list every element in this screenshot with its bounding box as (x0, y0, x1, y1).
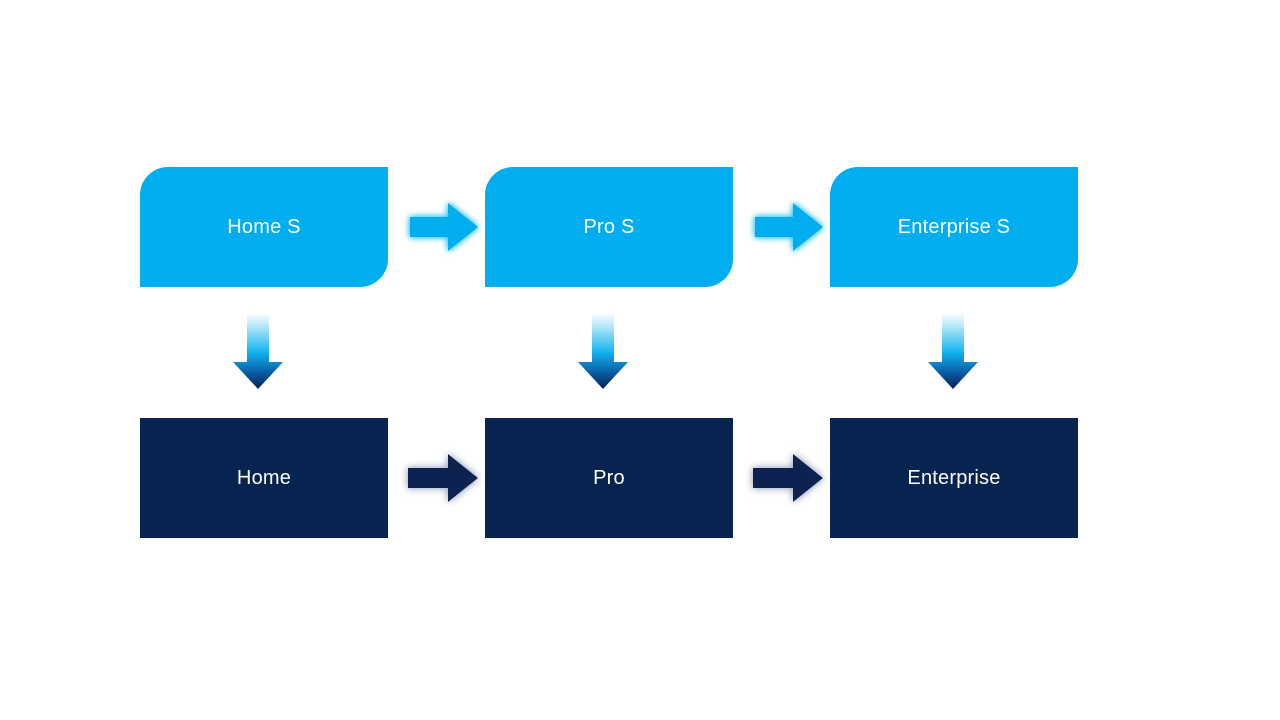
arrow-right-icon (755, 203, 823, 251)
connector-pro-s-to-enterprise-s (749, 196, 829, 258)
arrow-down-icon (578, 313, 628, 389)
connector-home-to-pro (400, 447, 484, 509)
connector-home-s-to-pro-s (404, 196, 484, 258)
node-enterprise[interactable]: Enterprise (830, 418, 1078, 538)
node-enterprise-s[interactable]: Enterprise S (830, 167, 1078, 287)
node-enterprise-s-label: Enterprise S (897, 216, 1011, 238)
arrow-down-icon (233, 313, 283, 389)
connector-home-s-to-home (228, 308, 288, 394)
arrow-right-icon (410, 203, 478, 251)
arrow-right-icon (408, 454, 478, 502)
node-pro-label: Pro (593, 467, 625, 489)
node-home-s[interactable]: Home S (140, 167, 388, 287)
node-home-label: Home (236, 467, 292, 489)
connector-pro-to-enterprise (745, 447, 829, 509)
arrow-down-icon (928, 313, 978, 389)
node-pro-s-label: Pro S (583, 216, 635, 238)
connector-enterprise-s-to-enterprise (923, 308, 983, 394)
node-home-s-label: Home S (227, 216, 301, 238)
node-enterprise-label: Enterprise (907, 467, 1001, 489)
node-pro-s[interactable]: Pro S (485, 167, 733, 287)
node-home[interactable]: Home (140, 418, 388, 538)
arrow-right-icon (753, 454, 823, 502)
connector-pro-s-to-pro (573, 308, 633, 394)
node-pro[interactable]: Pro (485, 418, 733, 538)
